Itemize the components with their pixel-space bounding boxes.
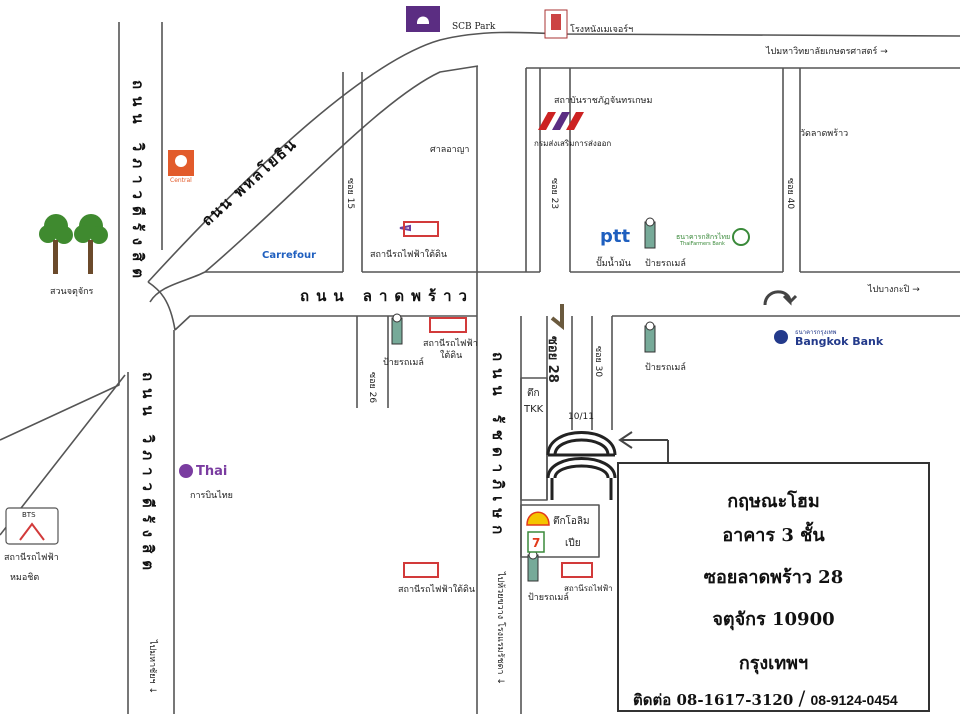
to-lumphini-label: ไปมหาชัยฯ ↓ xyxy=(147,640,157,694)
pointer-arrow xyxy=(618,431,669,462)
mrt-logo-icon xyxy=(399,221,593,578)
address-info-box: กฤษณะโฮม อาคาร 3 ชั้น ซอยลาดพร้าว 28 จตุ… xyxy=(617,462,930,712)
city: กรุงเทพฯ xyxy=(738,653,809,674)
scb-park-label: SCB Park xyxy=(452,22,496,32)
export-dept-logo-icon xyxy=(538,112,584,130)
wat-ladprao-label: วัดลาดพร้าว xyxy=(800,129,849,139)
major-label: โรงหนังเมเจอร์ฯ xyxy=(570,25,634,35)
thai-logo-label: Thai xyxy=(196,464,228,479)
kbank-label: ธนาคารกสิกรไทย xyxy=(676,233,731,241)
bts-logo-label: BTS xyxy=(22,511,36,519)
olympia-label-1: ตึกโอลิม xyxy=(553,516,590,527)
mrt-ladprao-label-2: ใต้ดิน xyxy=(440,351,463,361)
ptt-logo: ptt xyxy=(600,226,631,247)
kbank-logo-icon xyxy=(732,228,750,246)
home-name: กฤษณะโฮม xyxy=(727,491,820,512)
seven-eleven-logo-icon: 7 xyxy=(527,531,545,553)
shell-logo-icon xyxy=(526,511,550,526)
road-label-vibhavadi-top: ถนน วิภาวดีรังสิต xyxy=(129,80,147,285)
contact-separator: / xyxy=(798,686,806,710)
address-number-label: 10/11 xyxy=(568,412,594,422)
contact-phone-1: ติดต่อ 08-1617-3120 xyxy=(633,691,794,709)
soi-label-40: ซอย 40 xyxy=(785,178,795,210)
bus-stop-icon xyxy=(391,217,656,582)
bus-stop-label-4: ป้ายรถเมล์ xyxy=(528,593,569,603)
mrt-bottom-label-2: สถานีรถไฟฟ้า xyxy=(564,584,613,593)
carrefour-label: Carrefour xyxy=(262,250,317,261)
tree-icon xyxy=(39,214,108,274)
bus-stop-label-1: ป้ายรถเมล์ xyxy=(645,259,686,269)
soi-label-26: ซอย 26 xyxy=(367,372,377,404)
district-postcode: จตุจักร 10900 xyxy=(712,609,835,630)
mrt-bottom-label-1: สถานีรถไฟฟ้าใต้ดิน xyxy=(398,585,475,595)
soi-label-30: ซอย 30 xyxy=(593,346,603,378)
road-label-vibhavadi-bottom: ถนน วิภาวดีรังสิต xyxy=(139,372,157,577)
mrt-ladprao-label: สถานีรถไฟฟ้า xyxy=(423,339,478,349)
thai-airways-logo-icon xyxy=(179,464,193,478)
chatuchak-park-label: สวนจตุจักร xyxy=(50,287,94,297)
bangkok-bank-label: Bangkok Bank xyxy=(795,335,884,348)
to-huaykwang-label: ไปห้วยขวาง โรงแรมรัชดา ↓ xyxy=(495,572,505,685)
thai-airways-label: การบินไทย xyxy=(190,491,233,501)
turn-arrow-icon xyxy=(550,304,564,331)
building-floors: อาคาร 3 ชั้น xyxy=(722,525,825,546)
building-symbol xyxy=(546,431,617,500)
contact-line: ติดต่อ 08-1617-3120 / 08-9124-0454 xyxy=(633,686,898,712)
road-label-ratchadapisek: ถนน รัชดาภิเษก xyxy=(489,352,507,542)
central-label: Central xyxy=(170,177,192,184)
u-turn-arrow-icon xyxy=(763,290,798,306)
svg-text:7: 7 xyxy=(532,536,540,550)
tkk-label-2: TKK xyxy=(524,404,544,415)
export-dept-label: กรมส่งเสริมการส่งออก xyxy=(534,139,612,148)
soi-label-15: ซอย 15 xyxy=(345,178,355,210)
criminal-court-label: ศาลอาญา xyxy=(430,145,470,155)
scb-logo-icon xyxy=(406,6,440,32)
bus-stop-label-3: ป้ายรถเมล์ xyxy=(645,363,686,373)
chandrakasem-label: สถาบันราชภัฏจันทรเกษม xyxy=(554,96,653,106)
tkk-label-1: ตึก xyxy=(527,388,540,399)
road-label-ladprao: ถนน ลาดพร้าว xyxy=(300,287,474,305)
bts-station-label-2: หมอชิต xyxy=(10,573,40,583)
soi-label-28: ซอย 28 xyxy=(545,336,560,383)
bts-station-label-1: สถานีรถไฟฟ้า xyxy=(4,553,59,563)
to-kasetsart-label: ไปมหาวิทยาลัยเกษตรศาสตร์ → xyxy=(766,47,888,57)
ptt-label: ปั๊มน้ำมัน xyxy=(596,259,631,269)
soi-address: ซอยลาดพร้าว 28 xyxy=(703,567,844,588)
olympia-label-2: เปีย xyxy=(565,538,581,549)
mrt-ratchada-label: สถานีรถไฟฟ้าใต้ดิน xyxy=(370,250,447,260)
bangkok-bank-thai-label: ธนาคารกรุงเทพ xyxy=(795,329,837,336)
bus-stop-label-2: ป้ายรถเมล์ xyxy=(383,358,424,368)
road-lines xyxy=(0,22,960,714)
kbank-en-label: ThaiFarmers Bank xyxy=(680,241,725,247)
bangkok-bank-logo-icon xyxy=(774,330,788,344)
central-logo-icon xyxy=(168,150,194,176)
to-bangkapi-label: ไปบางกะปิ → xyxy=(868,285,920,295)
soi-label-23: ซอย 23 xyxy=(549,178,559,210)
bts-logo-icon xyxy=(5,507,59,545)
major-logo-icon xyxy=(544,9,568,39)
contact-phone-2: 08-9124-0454 xyxy=(810,692,898,708)
